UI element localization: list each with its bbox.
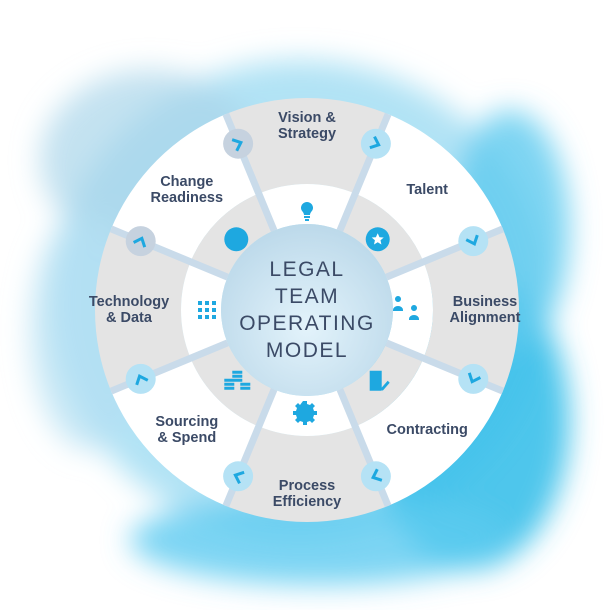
marker-circle [223,461,254,492]
center-circle [221,224,393,396]
marker-circle [458,226,489,257]
center-title: LEGAL TEAM OPERATING MODEL [239,258,375,362]
marker-circle [360,461,391,492]
segment-label: Business Alignment [449,294,521,326]
chevron-icon [132,236,147,248]
gears-icon [293,401,317,425]
chevron-icon [465,234,479,247]
marker-circle [125,226,156,257]
segment-6 [94,228,191,392]
chevron-icon [135,373,149,386]
star-icon [371,233,384,245]
segment-label: Technology & Data [88,294,170,326]
inner-segment-2 [386,261,434,359]
people-exchange-icon [393,296,419,320]
document-edit-icon [369,370,390,391]
chevron-icon [233,470,245,485]
segment-3 [355,358,503,506]
segment-0 [225,98,389,194]
coins-icon [224,370,251,390]
marker-circle [125,363,156,394]
chevron-icon [467,372,482,384]
marker-circle [458,363,489,394]
segment-label: Talent [406,181,449,198]
segment-label: Sourcing & Spend [155,414,219,447]
segment-2 [423,228,519,392]
chevron-icon [231,138,244,152]
network-grid-icon [198,301,216,319]
marker-circle [223,128,254,159]
segment-label: Vision & Strategy [277,110,337,142]
inner-segment-6 [181,261,228,359]
segment-label: Contracting [386,422,468,439]
segment-4 [225,426,389,522]
alarm-clock-icon-bg [224,227,249,252]
segment-label: Change Readiness [150,173,224,206]
segment-5 [111,358,259,506]
segment-1 [355,114,503,262]
segment-label: Process Efficiency [272,478,342,510]
lightbulb-icon [301,202,313,221]
chevron-icon [370,468,383,482]
marker-circle [360,128,391,159]
chevron-icon [369,135,381,150]
segment-7 [111,114,259,262]
